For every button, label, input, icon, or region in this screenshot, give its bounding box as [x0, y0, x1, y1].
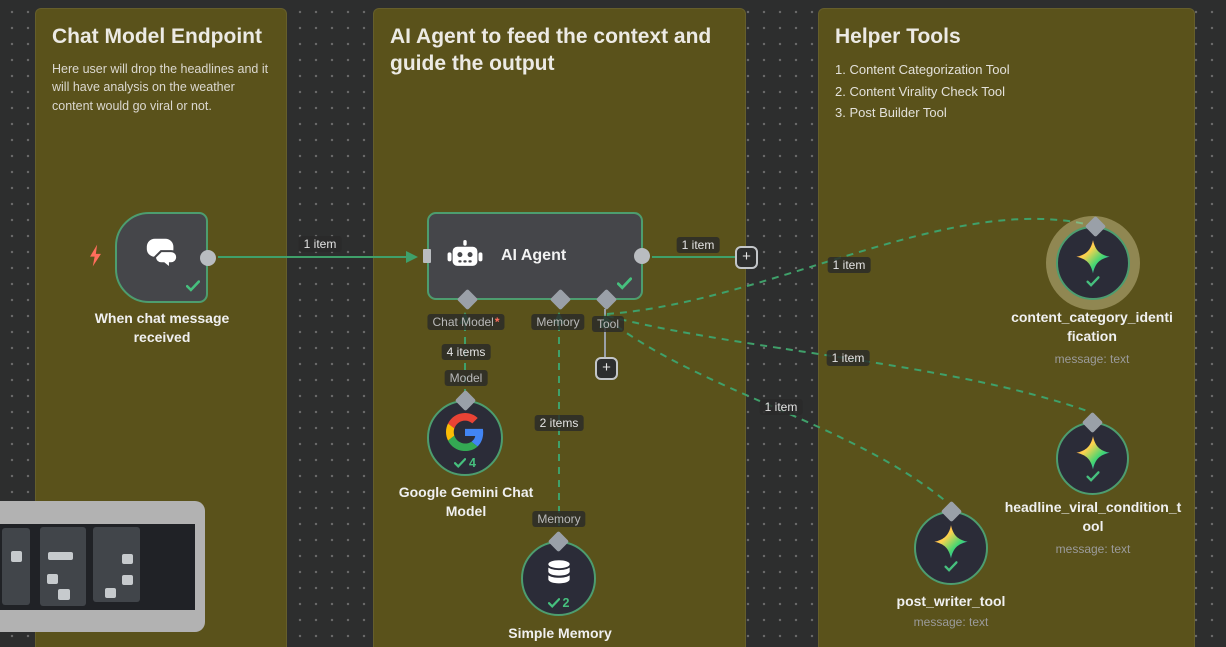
minimap-viewport[interactable]: [0, 524, 195, 610]
executed-check-icon: [944, 559, 958, 577]
robot-icon: [447, 239, 483, 274]
sticky-title: Chat Model Endpoint: [52, 25, 262, 48]
port-label-tool: Tool: [591, 316, 625, 333]
edge-label-items: 1 item: [826, 350, 870, 367]
required-marker: *: [494, 315, 500, 329]
node-headline-viral-condition-tool[interactable]: [1056, 411, 1129, 495]
port-label-memory: Memory: [531, 314, 585, 331]
add-tool-button[interactable]: +: [595, 357, 618, 380]
lightning-bolt-icon: [87, 243, 104, 272]
node-label-simple-memory: Simple Memory: [508, 625, 612, 641]
minimap-node: [11, 551, 22, 562]
minimap-node: [58, 589, 70, 600]
helper-tool-item: 1. Content Categorization Tool: [835, 62, 1010, 78]
node-sublabel: message: text: [913, 615, 989, 629]
run-count-badge: 4: [454, 456, 476, 470]
node-google-gemini-chat-model[interactable]: 4: [427, 389, 503, 476]
executed-check-icon: [185, 279, 201, 297]
helper-tool-item: 2. Content Virality Check Tool: [835, 83, 1006, 99]
node-simple-memory[interactable]: 2: [521, 530, 596, 616]
edge-label-items: 1 item: [827, 257, 871, 274]
gemini-sparkle-icon: [930, 521, 972, 568]
executed-check-icon: [1086, 274, 1100, 292]
node-title: AI Agent: [501, 247, 567, 264]
node-ai-agent[interactable]: AI Agent: [423, 212, 650, 311]
minimap-node: [122, 575, 133, 585]
sticky-title: Helper Tools: [835, 25, 961, 48]
add-node-button[interactable]: +: [735, 246, 758, 269]
sticky-body: Here user will drop the headlines and it…: [52, 62, 269, 113]
node-content-category-identification[interactable]: [1056, 215, 1130, 300]
minimap-sticky: [2, 528, 30, 605]
node-label-headline-viral: headline_viral_condition_tool: [1004, 499, 1182, 535]
node-when-chat-message-received[interactable]: [90, 212, 216, 303]
run-count-badge: 2: [547, 596, 569, 610]
node-label-post-writer: post_writer_tool: [896, 593, 1006, 609]
minimap-node: [48, 552, 73, 560]
edge-label-items: 1 item: [298, 236, 342, 253]
node-sublabel: message: text: [1055, 542, 1131, 556]
gemini-sparkle-icon: [1072, 236, 1114, 283]
output-connector[interactable]: [634, 248, 650, 264]
sticky-title: AI Agent to feed the context and guide t…: [390, 25, 712, 76]
edge-label-items: 4 items: [441, 344, 491, 361]
node-label-gemini: Google Gemini Chat Model: [398, 484, 534, 520]
edge-label-items: 1 item: [759, 399, 803, 416]
helper-tool-item: 3. Post Builder Tool: [835, 105, 947, 121]
port-label-chat-model: Chat Model*: [427, 314, 505, 331]
output-connector[interactable]: [200, 249, 216, 266]
node-sublabel: message: text: [1054, 352, 1130, 366]
edge-label-items: 2 items: [534, 415, 584, 432]
node-post-writer-tool[interactable]: [914, 500, 988, 585]
input-connector[interactable]: [423, 249, 431, 263]
google-g-icon: [446, 413, 484, 456]
minimap-node: [47, 574, 58, 584]
chat-bubbles-icon: [141, 233, 183, 276]
minimap-sticky: [93, 527, 140, 602]
database-icon: [543, 557, 575, 594]
gemini-sparkle-icon: [1072, 431, 1114, 478]
minimap[interactable]: [0, 501, 205, 632]
edge-endpoint-label: Model: [444, 370, 488, 387]
node-label-chat-trigger: When chat message received: [94, 310, 230, 346]
node-label-content-category: content_category_identification: [1011, 309, 1173, 345]
executed-check-icon: [616, 277, 633, 295]
edge-label-items: 1 item: [676, 237, 720, 254]
minimap-node: [122, 554, 133, 564]
minimap-node: [105, 588, 116, 598]
executed-check-icon: [1085, 469, 1100, 487]
